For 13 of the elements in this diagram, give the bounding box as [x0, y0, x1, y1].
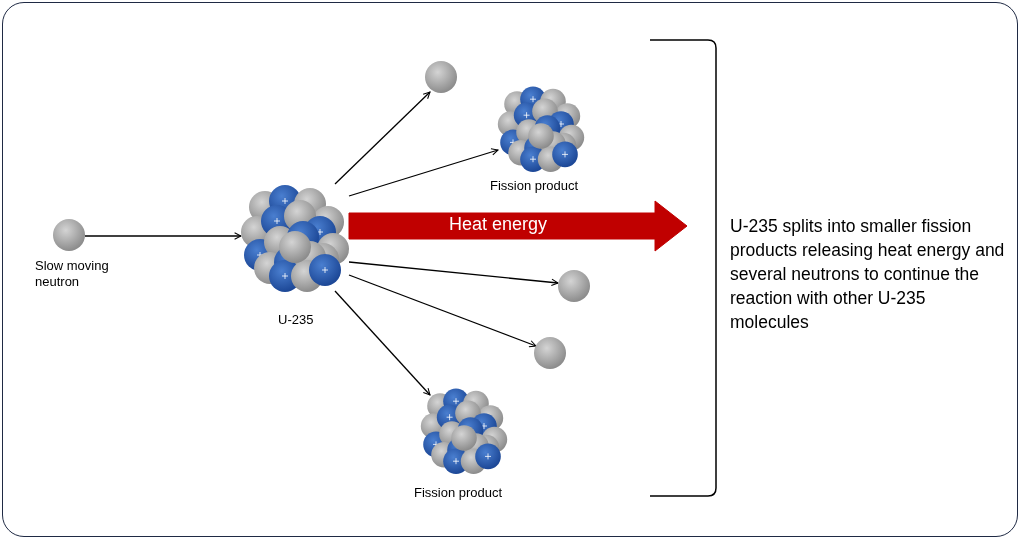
node-label: U-235	[278, 312, 315, 328]
node-label: Fission product	[490, 178, 580, 194]
arrow	[334, 290, 431, 396]
arrow	[84, 232, 242, 240]
node-label: Fission product	[414, 485, 504, 501]
arrow	[348, 274, 537, 348]
node-label: Slow moving neutron	[35, 258, 110, 290]
block-arrow	[348, 200, 688, 252]
arrow	[348, 148, 499, 197]
note: U-235 splits into smaller fission products releasing heat energy and several neutrons to continue the reaction with other U-235 molecules	[730, 215, 1005, 334]
arrow	[334, 91, 431, 185]
arrow	[348, 261, 559, 287]
edge-label: Heat energy	[449, 216, 548, 232]
